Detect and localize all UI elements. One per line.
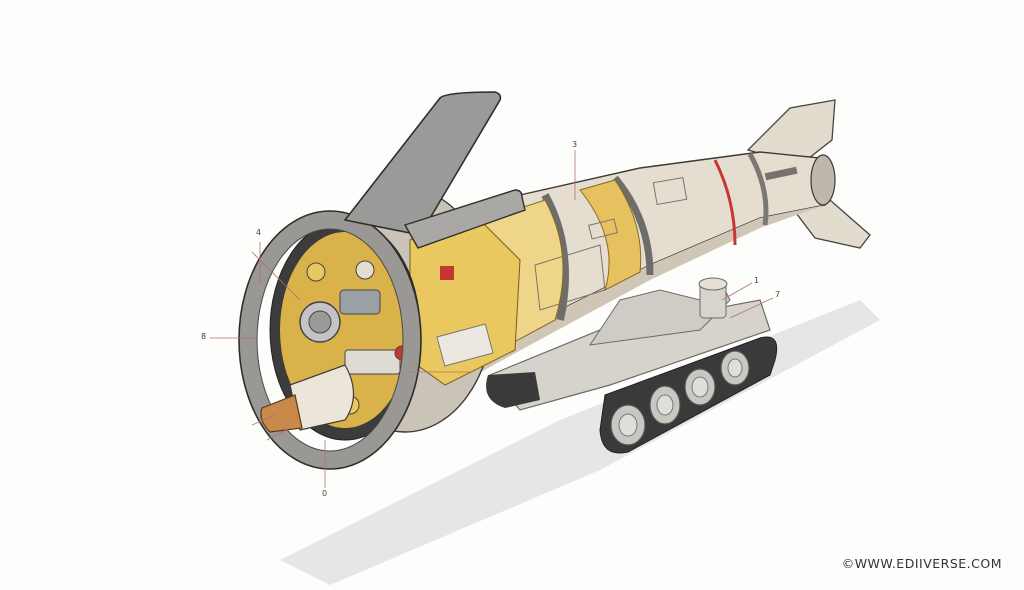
copper-tip	[260, 394, 303, 433]
callout-lines	[210, 150, 774, 488]
launcher-vehicle	[486, 277, 778, 454]
callout-label-1: 1	[754, 276, 760, 285]
callout-label-4: 4	[256, 228, 262, 237]
front-ring	[239, 211, 421, 469]
callout-label-3: 3	[572, 140, 578, 149]
watermark: ©WWW.EDIIVERSE.COM	[841, 556, 1002, 571]
callout-label-0: 0	[322, 489, 328, 498]
open-hatch	[343, 91, 526, 249]
hatch-box	[403, 189, 526, 249]
nose-cone	[289, 364, 355, 431]
callout-label-7: 7	[775, 290, 781, 299]
red-band	[713, 159, 737, 246]
cutaway-interior	[238, 187, 521, 470]
callout-label-8: 8	[201, 332, 207, 341]
